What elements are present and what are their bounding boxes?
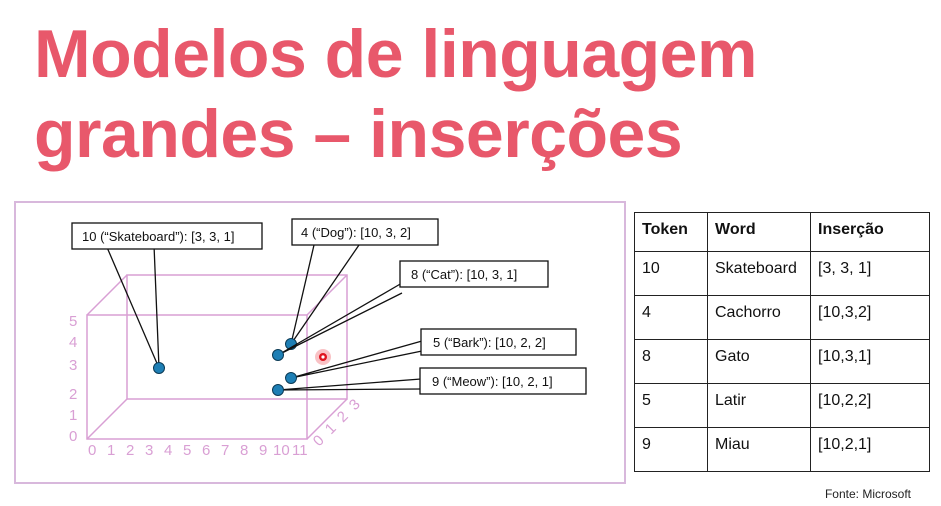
cell-insercao: [10,2,2] xyxy=(810,383,930,428)
table-header-row: Token Word Inserção xyxy=(634,212,930,252)
x-tick: 6 xyxy=(202,442,210,459)
header-word: Word xyxy=(707,212,811,252)
cell-token: 8 xyxy=(634,339,708,384)
y-tick: 2 xyxy=(69,386,77,403)
table-row: 4 Cachorro [10,3,2] xyxy=(634,295,930,340)
x-tick: 11 xyxy=(292,442,308,459)
slide-title: Modelos de linguagem grandes – inserções xyxy=(34,14,757,174)
table-row: 5 Latir [10,2,2] xyxy=(634,383,930,428)
x-tick: 8 xyxy=(240,442,248,459)
point-cat xyxy=(272,349,284,361)
z-tick: 0 xyxy=(310,432,328,450)
x-axis-ticks: 0 1 2 3 4 5 6 7 8 9 10 11 xyxy=(88,442,308,459)
cell-word: Gato xyxy=(707,339,811,384)
table-row: 9 Miau [10,2,1] xyxy=(634,427,930,472)
x-tick: 5 xyxy=(183,442,191,459)
y-tick: 0 xyxy=(69,428,77,445)
z-axis-ticks: 0 1 2 3 xyxy=(310,396,364,450)
callout-dog: 4 (“Dog”): [10, 3, 2] xyxy=(285,218,439,350)
cell-token: 5 xyxy=(634,383,708,428)
callout-label: 9 (“Meow”): [10, 2, 1] xyxy=(432,374,553,389)
x-tick: 7 xyxy=(221,442,229,459)
cell-insercao: [3, 3, 1] xyxy=(810,251,930,296)
header-token: Token xyxy=(634,212,708,252)
y-tick: 5 xyxy=(69,313,77,330)
cell-word: Skateboard xyxy=(707,251,811,296)
header-insercao: Inserção xyxy=(810,212,930,252)
3d-box xyxy=(86,274,348,440)
z-tick: 2 xyxy=(334,408,352,426)
token-table: Token Word Inserção 10 Skateboard [3, 3,… xyxy=(634,212,930,472)
table-row: 10 Skateboard [3, 3, 1] xyxy=(634,251,930,296)
y-tick: 4 xyxy=(69,334,77,351)
cell-token: 9 xyxy=(634,427,708,472)
diagram-frame xyxy=(14,201,626,484)
cell-insercao: [10,3,2] xyxy=(810,295,930,340)
x-tick: 0 xyxy=(88,442,96,459)
point-bark xyxy=(285,372,297,384)
y-tick: 3 xyxy=(69,357,77,374)
x-tick: 9 xyxy=(259,442,267,459)
x-tick: 2 xyxy=(126,442,134,459)
x-tick: 3 xyxy=(145,442,153,459)
x-tick: 10 xyxy=(273,442,290,459)
callout-label: 5 (“Bark”): [10, 2, 2] xyxy=(433,335,546,350)
callout-cat: 8 (“Cat”): [10, 3, 1] xyxy=(272,260,549,361)
table-row: 8 Gato [10,3,1] xyxy=(634,339,930,384)
slide-title-line-2: grandes – inserções xyxy=(34,96,683,172)
point-skateboard xyxy=(153,362,165,374)
cell-word: Cachorro xyxy=(707,295,811,340)
slide-title-line-1: Modelos de linguagem xyxy=(34,16,757,92)
callout-meow: 9 (“Meow”): [10, 2, 1] xyxy=(272,367,587,396)
callout-label: 8 (“Cat”): [10, 3, 1] xyxy=(411,267,517,282)
y-tick: 1 xyxy=(69,407,77,424)
callout-label: 4 (“Dog”): [10, 3, 2] xyxy=(301,225,411,240)
cell-insercao: [10,3,1] xyxy=(810,339,930,384)
callout-label: 10 (“Skateboard”): [3, 3, 1] xyxy=(82,229,234,244)
z-tick: 3 xyxy=(346,396,364,414)
callout-skateboard: 10 (“Skateboard”): [3, 3, 1] xyxy=(71,222,263,374)
laser-pointer-icon xyxy=(315,349,331,365)
cell-token: 10 xyxy=(634,251,708,296)
y-axis-ticks: 0 1 2 3 4 5 xyxy=(69,313,77,445)
embedding-3d-diagram: 0 1 2 3 4 5 0 1 2 3 4 5 6 7 8 9 10 11 0 … xyxy=(69,218,587,459)
cell-token: 4 xyxy=(634,295,708,340)
cell-insercao: [10,2,1] xyxy=(810,427,930,472)
x-tick: 4 xyxy=(164,442,172,459)
z-tick: 1 xyxy=(322,420,340,438)
cell-word: Latir xyxy=(707,383,811,428)
cell-word: Miau xyxy=(707,427,811,472)
callout-bark: 5 (“Bark”): [10, 2, 2] xyxy=(285,328,577,384)
x-tick: 1 xyxy=(107,442,115,459)
source-caption: Fonte: Microsoft xyxy=(824,487,911,501)
point-meow xyxy=(272,384,284,396)
